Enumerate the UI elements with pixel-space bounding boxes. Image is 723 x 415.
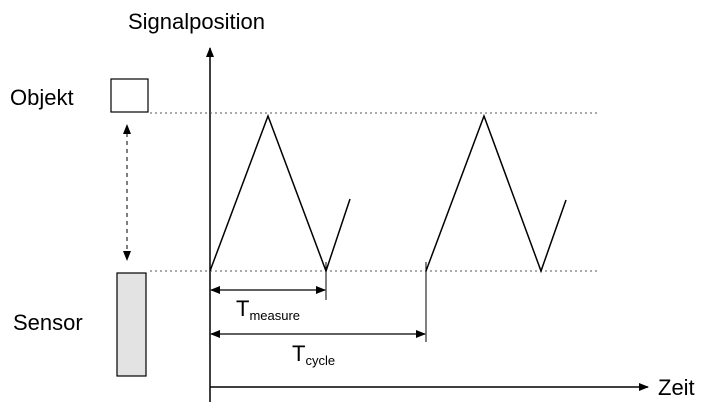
- object-label: Objekt: [10, 85, 74, 110]
- signal-pulse-1: [209, 113, 351, 274]
- sensor-box: [116, 272, 147, 377]
- signal-pulse-2: [425, 113, 567, 274]
- y-axis-label: Signalposition: [128, 9, 265, 34]
- t-cycle-label: Tcycle: [292, 341, 335, 368]
- x-axis-label: Zeit: [658, 375, 695, 400]
- sensor-label: Sensor: [13, 310, 83, 335]
- object-box: [110, 78, 149, 113]
- t-measure-label: Tmeasure: [236, 296, 300, 323]
